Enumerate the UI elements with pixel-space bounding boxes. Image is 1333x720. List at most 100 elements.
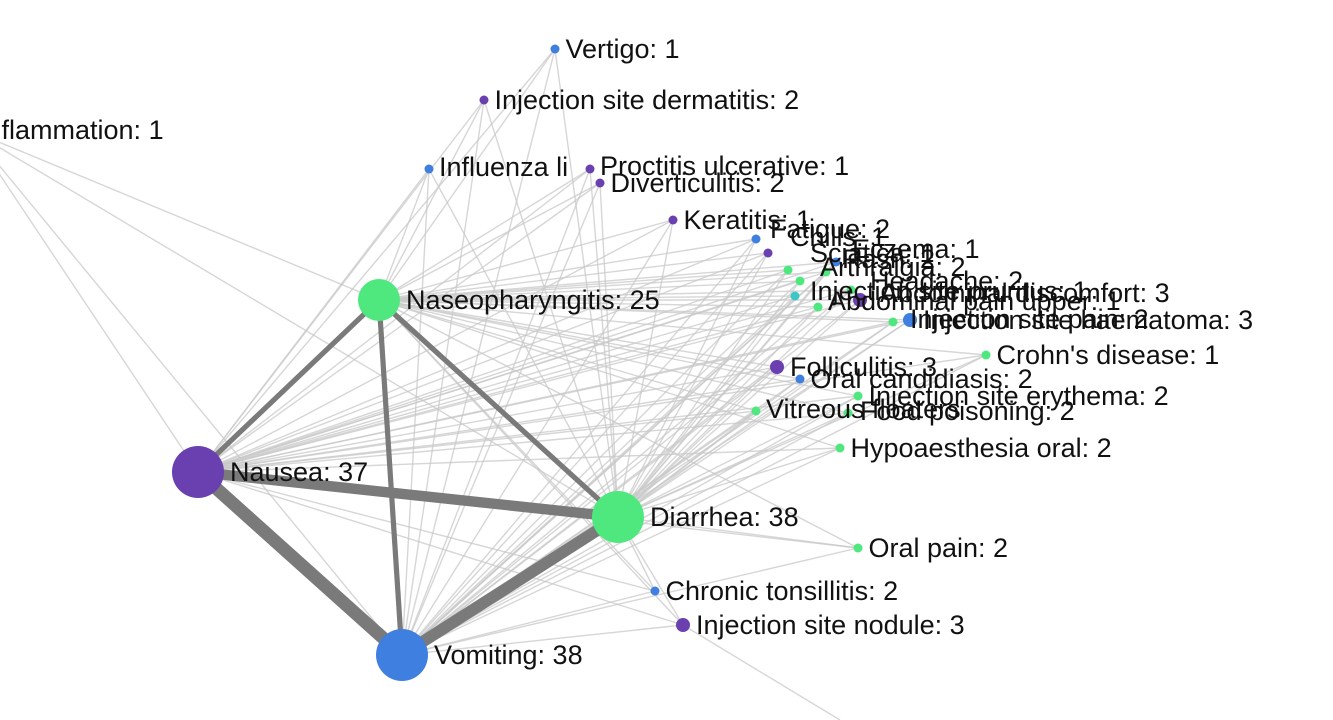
node-vitreous[interactable]	[751, 406, 761, 416]
node-diverticulitis[interactable]	[595, 178, 605, 188]
node-diarrhea[interactable]	[592, 491, 644, 543]
edge-line	[0, 165, 403, 656]
edge-line	[197, 354, 987, 473]
edge-vomiting-diarrhea	[398, 512, 622, 660]
node-label-diarrhea: Diarrhea: 38	[650, 502, 799, 532]
node-label-inj-haematoma: Injection site haematoma: 3	[923, 305, 1253, 335]
node-oral-candidiasis[interactable]	[795, 374, 805, 384]
edge-line	[378, 238, 757, 301]
edge-line	[378, 299, 859, 397]
node-label-inj-nodule: Injection site nodule: 3	[696, 610, 965, 640]
edge-naseopharyngitis-vomiting	[376, 299, 405, 656]
edge-line	[378, 182, 601, 301]
node-label-nausea: Nausea: 37	[230, 457, 368, 487]
edge-line	[197, 471, 656, 592]
edge-line	[378, 299, 801, 380]
node-oral-pain[interactable]	[853, 543, 863, 553]
edge-line	[197, 182, 601, 473]
edge-line	[197, 471, 684, 626]
node-label-inj-dermatitis: Injection site dermatitis: 2	[495, 85, 800, 115]
edge-line	[378, 299, 684, 626]
edge-line	[617, 295, 796, 518]
edge-line	[197, 289, 852, 473]
node-cluster-d[interactable]	[790, 291, 800, 301]
edge-line	[197, 366, 778, 473]
edge-line	[197, 219, 674, 473]
node-cluster-f[interactable]	[821, 267, 831, 277]
edge-line	[197, 168, 591, 473]
edge-line	[378, 299, 757, 412]
edge-line	[401, 624, 684, 656]
node-crohns[interactable]	[981, 350, 991, 360]
edges-layer	[0, 48, 987, 720]
node-nausea[interactable]	[172, 446, 224, 498]
node-label-cluster-h: Headache: 2	[870, 266, 1023, 296]
edge-naseopharyngitis-diarrhea	[377, 298, 620, 519]
node-tonsillitis[interactable]	[650, 586, 660, 596]
node-label-oral-pain: Oral pain: 2	[869, 533, 1009, 563]
node-cluster-c[interactable]	[795, 276, 805, 286]
node-vertigo[interactable]	[550, 44, 560, 54]
node-inj-nodule[interactable]	[676, 618, 690, 632]
edge-line	[378, 299, 987, 356]
node-label-cluster-d: Injection site pruritus: 1	[810, 276, 1088, 306]
node-inj-pain[interactable]	[888, 317, 898, 327]
edge-line	[401, 269, 789, 656]
edge-line	[378, 299, 819, 308]
edge-line	[197, 48, 556, 473]
nodes-layer	[172, 44, 991, 681]
node-cluster-e[interactable]	[813, 302, 823, 312]
edge-line	[378, 168, 430, 301]
node-label-keratitis: Keratitis: 1	[684, 205, 812, 235]
node-vomiting[interactable]	[376, 629, 428, 681]
edge-line	[197, 447, 841, 473]
edge-line	[401, 447, 841, 656]
node-cluster-b[interactable]	[783, 265, 793, 275]
edge-line	[378, 289, 852, 301]
node-influenza[interactable]	[424, 164, 434, 174]
edge-line	[483, 99, 619, 518]
node-label-hypoaesthesia: Hypoaesthesia oral: 2	[851, 433, 1112, 463]
edge-line	[378, 99, 485, 301]
edge-line	[378, 219, 674, 301]
edge-line	[401, 590, 656, 656]
node-cluster-h[interactable]	[846, 285, 856, 295]
node-label-cluster-c: Arthralgia: 2	[820, 252, 966, 282]
edge-line	[197, 269, 789, 473]
edge-line	[0, 141, 380, 301]
node-label-proctitis: Proctitis ulcerative: 1	[600, 151, 849, 181]
node-cluster-i[interactable]	[853, 293, 867, 307]
node-food-poisoning[interactable]	[843, 408, 853, 418]
node-label-cluster-g: Eczema: 1	[852, 234, 980, 264]
node-inj-dermatitis[interactable]	[479, 95, 489, 105]
node-label-cluster-a: Chills: 1	[790, 222, 886, 252]
edge-line	[0, 147, 619, 518]
edge-line	[378, 280, 801, 301]
edge-line	[378, 299, 778, 368]
edge-line	[197, 321, 894, 473]
edge-line	[197, 295, 796, 473]
node-hypoaesthesia[interactable]	[835, 443, 845, 453]
node-inj-haematoma[interactable]	[903, 313, 917, 327]
edge-line	[197, 261, 837, 473]
node-inj-erythema[interactable]	[853, 391, 863, 401]
edge-line	[197, 299, 861, 473]
node-folliculitis[interactable]	[770, 360, 784, 374]
node-cluster-a[interactable]	[763, 248, 773, 258]
edge-line	[197, 412, 849, 473]
edge-line	[197, 410, 757, 473]
node-fatigue[interactable]	[751, 234, 761, 244]
edge-line	[378, 168, 591, 301]
node-label-food-poisoning: Food poisoning: 2	[860, 396, 1075, 426]
edge-nausea-naseopharyngitis	[196, 298, 381, 474]
node-proctitis[interactable]	[585, 164, 595, 174]
edge-line	[617, 516, 859, 549]
node-cluster-g[interactable]	[831, 257, 841, 267]
node-label-folliculitis: Folliculitis: 3	[790, 352, 937, 382]
edge-line	[401, 261, 837, 656]
node-keratitis[interactable]	[668, 215, 678, 225]
edge-line	[617, 410, 757, 518]
node-label-vitreous: Vitreous floaters	[766, 394, 961, 424]
node-naseopharyngitis[interactable]	[358, 279, 400, 321]
edge-line	[401, 280, 801, 656]
